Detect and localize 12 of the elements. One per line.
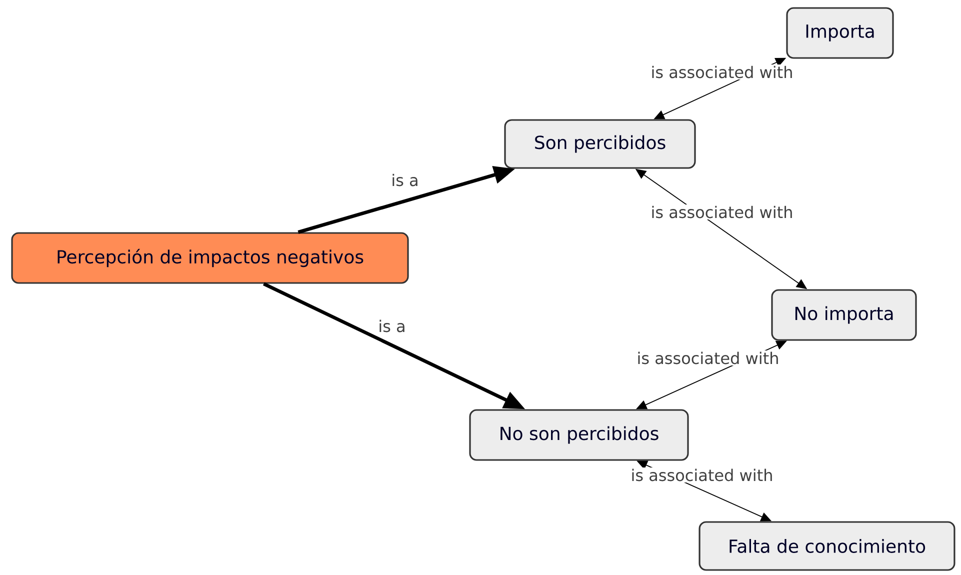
edge-label: is associated with [635,350,781,366]
edge-label: is a [376,318,408,334]
edge-label: is associated with [649,204,795,220]
edge-label: is a [390,172,420,188]
concept-box: Son percibidos [504,119,696,169]
edge-label: is associated with [649,64,795,80]
edge-label: is associated with [629,467,775,483]
concept-box: No importa [771,289,917,341]
concept-box: Importa [786,7,894,59]
concept-box: No son percibidos [469,409,689,461]
concept-box: Percepción de impactos negativos [11,232,409,284]
concept-box: Falta de conocimiento [698,521,956,571]
